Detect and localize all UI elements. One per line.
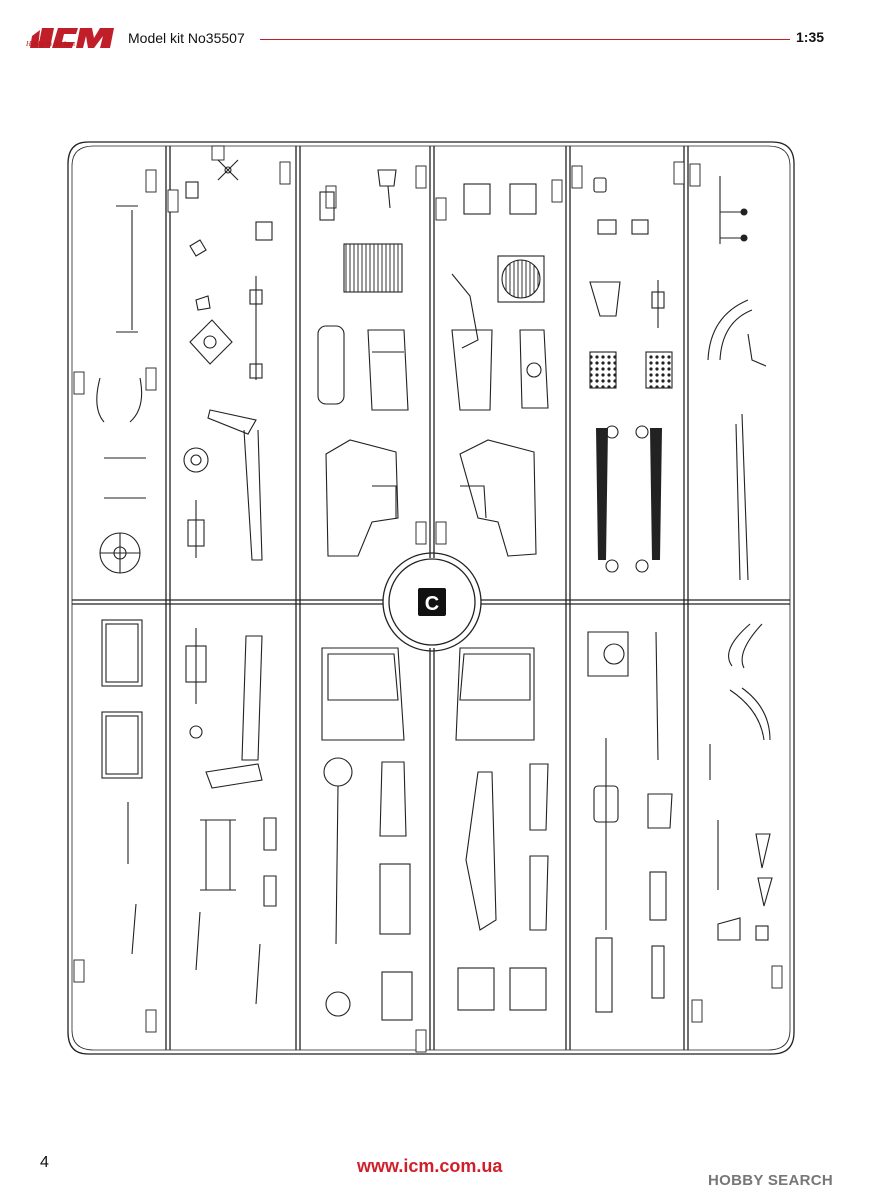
parts-column-6-top: [707, 176, 767, 581]
sprue-frame: [67, 141, 795, 1055]
parts-column-1-top: [96, 205, 146, 574]
website-link[interactable]: www.icm.com.ua: [357, 1156, 503, 1176]
parts-column-3-top: [317, 169, 409, 557]
part-number-tags: [73, 145, 783, 1053]
kit-title: Model kit No35507: [128, 30, 245, 46]
page-number: 4: [40, 1154, 49, 1171]
parts-column-2-top: [183, 159, 273, 561]
icm-logo: [30, 28, 114, 48]
logo-mark: [30, 28, 114, 48]
parts-column-5-top: [589, 177, 673, 573]
sprue-label-badge: [418, 588, 446, 616]
watermark: HOBBY SEARCH: [708, 1172, 833, 1189]
logo-slogan: Hobby in the best: [26, 40, 76, 48]
watermark-text: HOBBY SEARCH: [708, 1172, 834, 1189]
sprue-label: C: [425, 593, 439, 615]
parts-bottom-half: [101, 619, 773, 1021]
parts-column-4-top: [451, 183, 549, 557]
scale-label: 1:35: [796, 29, 825, 45]
header-rule: [260, 39, 790, 40]
